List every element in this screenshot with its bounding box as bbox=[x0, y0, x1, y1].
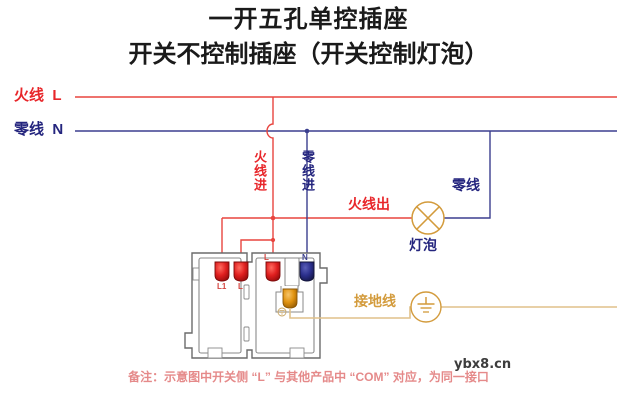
lamp-symbol bbox=[411, 201, 445, 235]
live-rail-label: 火线 L bbox=[14, 87, 62, 104]
lamp-cross-2 bbox=[416, 206, 440, 230]
live-junction-dot bbox=[270, 215, 276, 221]
terminal-socket-l bbox=[265, 261, 281, 282]
neutral-to-lamp-label: 零线 bbox=[452, 177, 480, 193]
site-watermark: ybx8.cn bbox=[454, 357, 512, 372]
neutral-rail-label: 零线 N bbox=[14, 121, 64, 138]
neutral-wire-to-lamp bbox=[444, 131, 491, 219]
ground-symbol-icon bbox=[410, 291, 442, 323]
switch-l-junction-dot bbox=[270, 237, 276, 243]
device-foot-left bbox=[207, 347, 223, 359]
live-out-label: 火线出 bbox=[348, 196, 390, 212]
socket-center-slot bbox=[284, 257, 300, 287]
ground-symbol-circle bbox=[410, 291, 442, 323]
footer-note: 备注：示意图中开关侧 “L” 与其他产品中 “COM” 对应，为同一接口 bbox=[128, 370, 489, 384]
neutral-tap-dot bbox=[304, 128, 310, 134]
ground-wire-label: 接地线 bbox=[354, 293, 396, 309]
terminal-ground bbox=[282, 288, 298, 309]
terminal-label-socket-l: L bbox=[264, 253, 269, 262]
page-title-line-1: 一开五孔单控插座 bbox=[208, 6, 409, 33]
device-foot-right bbox=[289, 347, 305, 359]
live-in-label: 火线进 bbox=[252, 150, 268, 192]
switch-panel-tab-right-2 bbox=[243, 326, 250, 342]
terminal-switch-l bbox=[233, 261, 249, 282]
ground-wire bbox=[289, 306, 617, 319]
ground-terminal-marker-icon bbox=[277, 307, 287, 317]
terminal-label-socket-n: N bbox=[302, 253, 308, 262]
neutral-in-label: 零线进 bbox=[300, 150, 316, 192]
live-drop-wire-with-hop bbox=[266, 97, 274, 218]
terminal-label-switch-l: L bbox=[238, 282, 243, 291]
lamp-label: 灯泡 bbox=[409, 237, 437, 253]
terminal-switch-l1 bbox=[214, 261, 230, 282]
terminal-socket-n bbox=[299, 261, 315, 282]
page-title-line-2: 开关不控制插座（开关控制灯泡） bbox=[128, 41, 489, 68]
switch-panel-tab-right bbox=[243, 284, 250, 300]
terminal-label-switch-l1: L1 bbox=[217, 282, 227, 291]
switch-panel-notch-left bbox=[192, 267, 200, 281]
